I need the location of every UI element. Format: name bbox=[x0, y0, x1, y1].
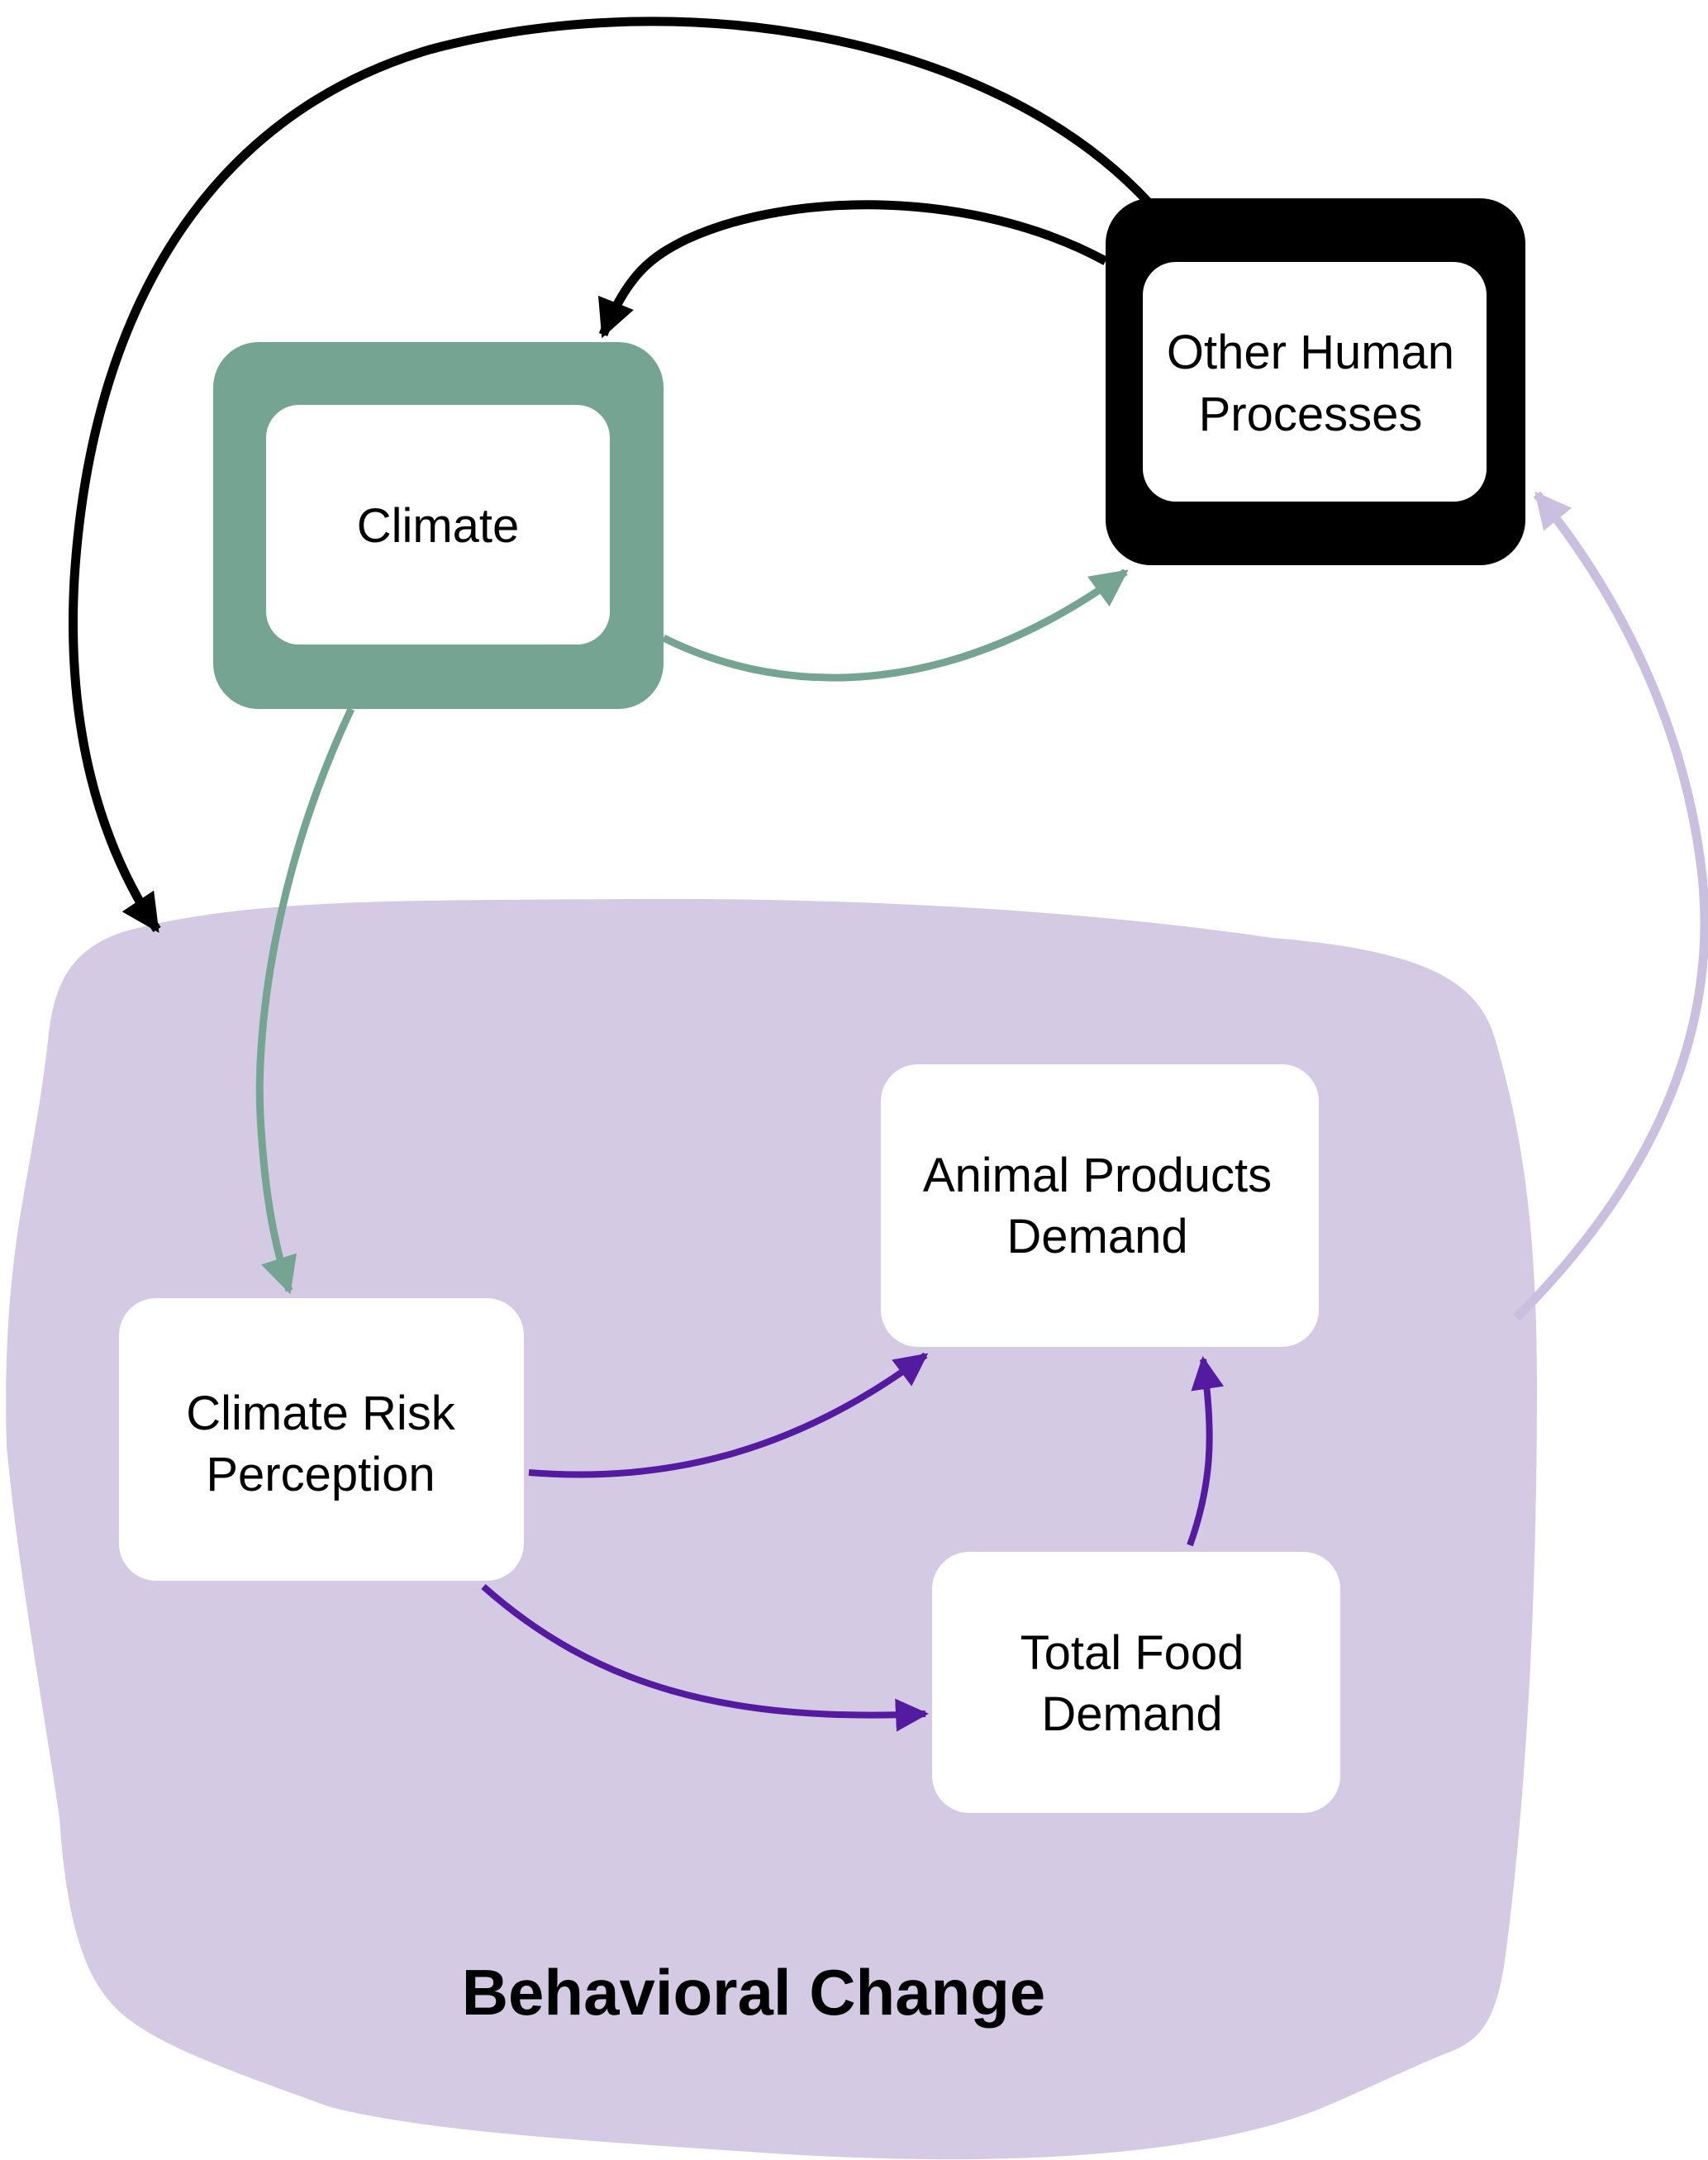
node-total-food-label-line1: Total Food bbox=[1021, 1626, 1244, 1680]
node-climate-risk-perception[interactable]: Climate Risk Perception bbox=[119, 1298, 524, 1581]
node-climate-risk-label-line1: Climate Risk bbox=[186, 1387, 455, 1440]
edge-other-human-to-climate bbox=[598, 200, 1108, 339]
node-animal-products-label-line2: Demand bbox=[1006, 1210, 1187, 1263]
edge-climate-risk-to-animal-products bbox=[528, 1352, 929, 1478]
node-climate-label: Climate bbox=[357, 499, 520, 553]
node-climate-risk-label-line2: Perception bbox=[206, 1448, 435, 1501]
edge-behavioral-change-to-other-human bbox=[1513, 491, 1708, 1321]
node-animal-products-demand[interactable]: Animal Products Demand bbox=[881, 1064, 1319, 1347]
node-animal-products-label-line1: Animal Products bbox=[923, 1149, 1272, 1202]
node-other-human-label-line1: Other Human bbox=[1167, 326, 1454, 379]
behavioral-change-label: Behavioral Change bbox=[462, 1956, 1046, 2029]
node-other-human-processes[interactable]: Other Human Processes bbox=[1106, 198, 1525, 565]
node-climate[interactable]: Climate bbox=[213, 342, 664, 709]
edge-climate-risk-to-total-food bbox=[481, 1584, 929, 1732]
edge-total-food-to-animal-products bbox=[1187, 1356, 1225, 1547]
edge-climate-to-climate-risk bbox=[255, 707, 355, 1295]
edge-climate-to-other-human bbox=[662, 569, 1129, 682]
node-total-food-label-line2: Demand bbox=[1041, 1687, 1222, 1741]
node-total-food-demand[interactable]: Total Food Demand bbox=[932, 1552, 1340, 1813]
edge-other-human-to-behavioral-change bbox=[68, 17, 1153, 933]
node-other-human-label-line2: Processes bbox=[1199, 388, 1423, 441]
